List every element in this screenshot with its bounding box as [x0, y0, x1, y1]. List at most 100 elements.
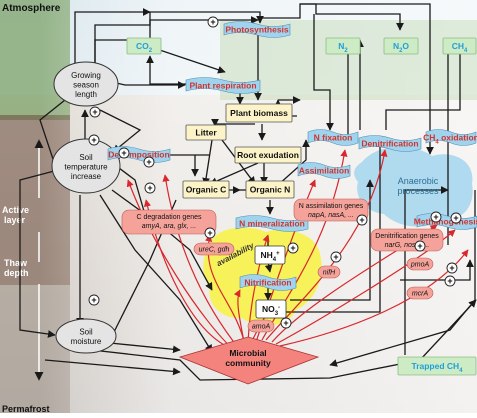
plus-sign: +: [330, 251, 342, 263]
svg-text:amyA, ara, glx, ...: amyA, ara, glx, ...: [142, 223, 197, 230]
organic-n-box: Organic N: [245, 180, 295, 199]
svg-text:+: +: [359, 215, 364, 225]
plus-sign: +: [88, 134, 100, 146]
plus-sign: +: [280, 317, 292, 329]
svg-text:+: +: [92, 107, 97, 117]
assimilation-node: Assimilation: [297, 162, 351, 179]
red-arrow: [233, 289, 245, 343]
svg-text:narG, nosZ, ...: narG, nosZ, ...: [385, 242, 430, 249]
black-arrow: [209, 162, 259, 185]
black-arrow: [329, 190, 476, 367]
n2o-box: N2O: [383, 37, 419, 55]
plus-sign: +: [118, 147, 130, 159]
black-arrow: [19, 169, 59, 338]
svg-text:Litter: Litter: [195, 127, 217, 137]
denitrification-genes: Denitrification genes narG, nosZ, ...: [370, 228, 444, 252]
svg-text:Decomposition: Decomposition: [108, 150, 169, 160]
plus-sign: +: [446, 262, 458, 274]
svg-text:Denitrification genes: Denitrification genes: [375, 233, 439, 240]
red-arrow: [126, 179, 237, 353]
svg-text:CO2: CO2: [136, 41, 153, 54]
nh4-box: NH4+: [254, 245, 286, 265]
red-arrow: [261, 149, 348, 341]
nitrification-node: Nitrification: [239, 274, 297, 291]
svg-text:Organic N: Organic N: [250, 184, 291, 194]
svg-text:CH4: CH4: [452, 41, 468, 54]
black-arrow: [313, 14, 334, 131]
plant-biomass-box: Plant biomass: [225, 103, 293, 123]
plus-sign: +: [450, 212, 462, 224]
photosynthesis-node: Photosynthesis: [223, 21, 291, 38]
black-arrow: [111, 189, 213, 291]
svg-text:+: +: [433, 212, 438, 222]
black-arrow: [285, 139, 384, 313]
svg-text:Methanogenesis: Methanogenesis: [414, 217, 477, 227]
n-fixation-node: N fixation: [307, 129, 359, 146]
red-arrow: [162, 174, 241, 351]
organic-c-box: Organic C: [182, 180, 230, 199]
svg-text:+: +: [447, 276, 452, 286]
plus-sign: +: [444, 275, 456, 287]
svg-text:pmoA: pmoA: [410, 262, 430, 269]
svg-text:+: +: [283, 318, 288, 328]
plus-sign: +: [143, 156, 155, 168]
ch4-box: CH4: [442, 37, 477, 55]
svg-text:N mineralization: N mineralization: [239, 219, 305, 229]
svg-text:Assimilation: Assimilation: [299, 166, 350, 176]
svg-text:CH4 oxidation: CH4 oxidation: [423, 133, 477, 146]
svg-text:+: +: [333, 252, 338, 262]
black-arrow: [277, 139, 310, 186]
svg-text:Root exudation: Root exudation: [237, 150, 299, 160]
black-arrow: [74, 8, 151, 78]
black-arrow: [99, 109, 142, 153]
litter-box: Litter: [185, 124, 227, 141]
svg-text:+: +: [91, 135, 96, 145]
mcra-gene: mcrA: [406, 286, 434, 300]
pmoa-gene: pmoA: [406, 257, 434, 271]
svg-text:mcrA: mcrA: [412, 291, 429, 298]
black-arrow: [44, 359, 181, 376]
permafrost-label: Permafrost: [2, 404, 50, 413]
svg-text:napA, nasA, ...: napA, nasA, ...: [308, 212, 354, 219]
black-arrow: [404, 186, 449, 355]
plus-sign: +: [414, 240, 426, 252]
svg-text:Organic C: Organic C: [186, 184, 227, 194]
svg-text:Photosynthesis: Photosynthesis: [225, 25, 289, 35]
red-arrow: [265, 149, 388, 341]
atmosphere-label: Atmosphere: [2, 3, 61, 14]
svg-text:N fixation: N fixation: [314, 133, 353, 143]
svg-text:N assimilation genes: N assimilation genes: [299, 203, 364, 210]
plus-sign: +: [144, 182, 156, 194]
amoa-gene: amoA: [247, 319, 275, 333]
svg-text:Trapped CH4: Trapped CH4: [411, 361, 463, 374]
black-arrow: [202, 139, 213, 186]
svg-text:C degradation genes: C degradation genes: [137, 214, 202, 221]
black-arrow: [99, 194, 213, 353]
trapped-ch4-box: Trapped CH4: [397, 356, 477, 376]
svg-text:Plant biomass: Plant biomass: [230, 108, 288, 118]
black-arrow: [39, 91, 76, 166]
plus-sign: +: [207, 16, 219, 28]
svg-text:nifH: nifH: [323, 270, 336, 277]
svg-text:+: +: [417, 241, 422, 251]
svg-text:+: +: [146, 157, 151, 167]
svg-text:Nitrification: Nitrification: [244, 278, 291, 288]
plus-sign: +: [204, 227, 216, 239]
plus-sign: +: [287, 242, 299, 254]
no3-box: NO3-: [255, 299, 287, 319]
svg-text:+: +: [121, 148, 126, 158]
plus-signs: +++++++++++++++++: [88, 16, 462, 329]
n2-box: N2: [325, 37, 361, 55]
svg-text:+: +: [147, 183, 152, 193]
